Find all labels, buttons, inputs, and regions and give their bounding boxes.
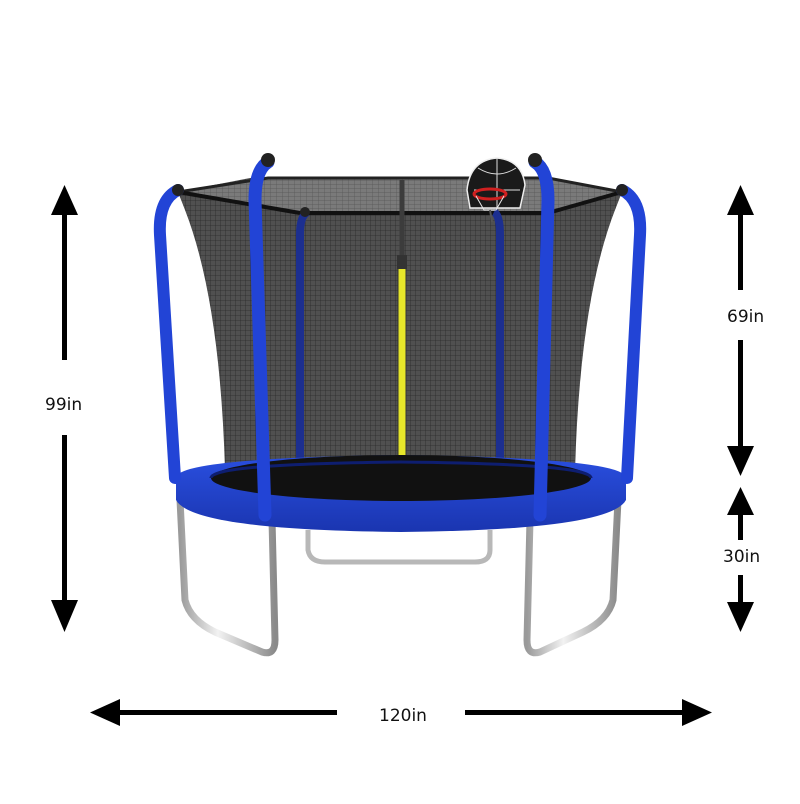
pole-back-right <box>491 208 504 470</box>
leg-left <box>166 496 279 657</box>
pole-front-right-outer <box>616 184 647 484</box>
total-height-label: 99in <box>42 393 86 417</box>
arrow-total-height <box>51 185 78 632</box>
ladder <box>347 527 438 693</box>
net-rim-front <box>177 190 301 215</box>
basketball-hoop <box>466 157 526 223</box>
frame-height-label: 30in <box>720 545 764 569</box>
arrow-frame-height <box>727 487 754 632</box>
leg-right <box>523 496 632 657</box>
pole-front-left-outer <box>153 184 184 484</box>
leg-back <box>305 530 493 565</box>
arrow-diameter <box>90 699 712 726</box>
diameter-label: 120in <box>376 704 430 728</box>
enclosure-height-label: 69in <box>724 305 768 329</box>
arrow-enclosure-height <box>727 185 754 476</box>
